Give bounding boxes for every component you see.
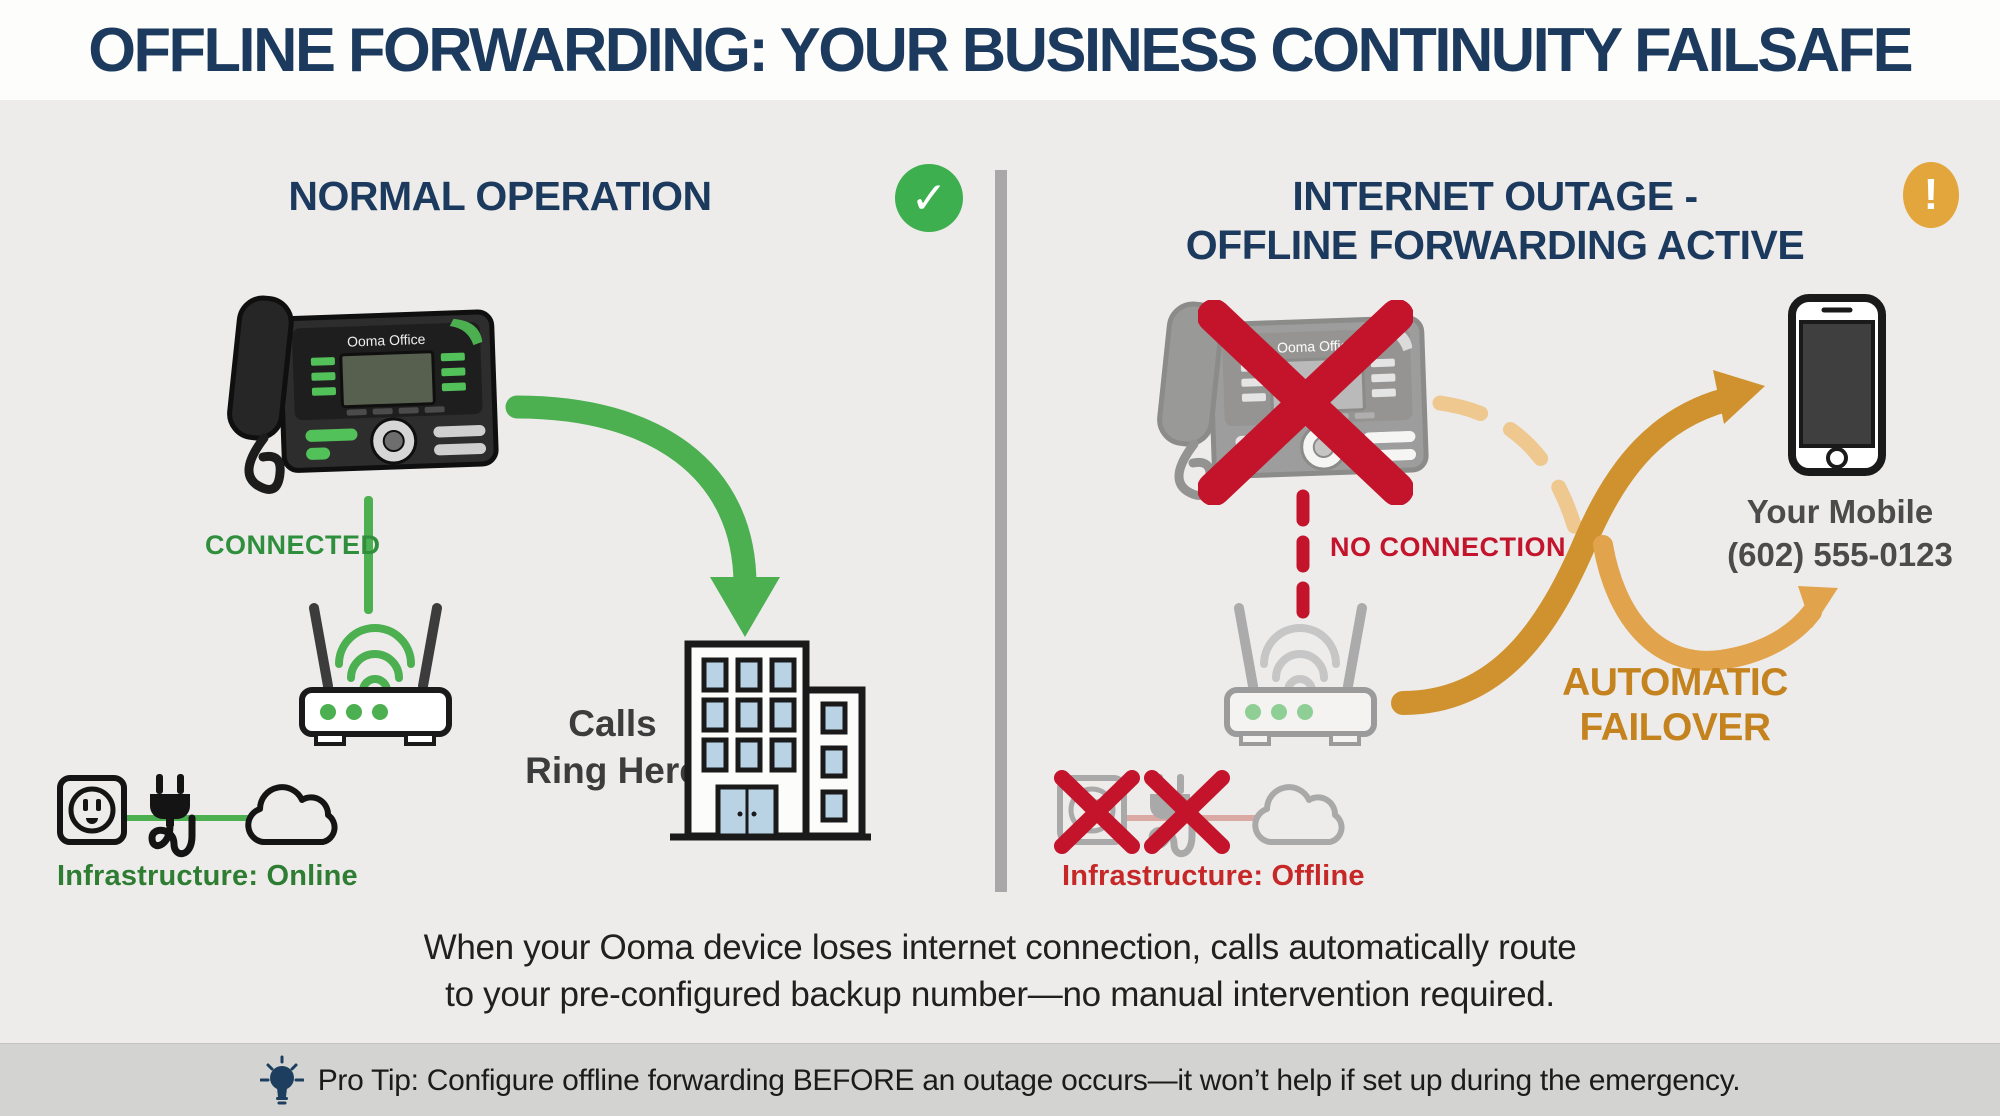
cloud-icon [245, 784, 338, 845]
pro-tip-text: Pro Tip: Configure offline forwarding BE… [317, 1063, 1741, 1097]
lightbulb-icon [259, 1055, 304, 1104]
desk-phone-icon: Ooma Office [220, 282, 510, 502]
right-panel-heading: INTERNET OUTAGE - OFFLINE FORWARDING ACT… [1185, 173, 1805, 268]
phone-router-connector [364, 496, 373, 614]
infrastructure-online-icons [57, 774, 338, 857]
alert-icon: ! [1903, 162, 1959, 228]
phone-brand-label: Ooma Office [347, 331, 426, 350]
router-antenna [418, 603, 442, 691]
calls-route-arrow [505, 395, 780, 637]
phone-handset [227, 295, 294, 441]
alert-glyph: ! [1923, 170, 1939, 219]
description-text: When your Ooma device loses internet con… [423, 928, 1577, 1014]
phone-body: Ooma Office [277, 309, 499, 473]
infrastructure-offline-status: Infrastructure: Offline [1062, 860, 1365, 892]
no-connection-x-icon [1198, 300, 1413, 505]
infrastructure-offline-icons [1054, 770, 1345, 857]
cloud-offline-icon [1252, 784, 1345, 845]
outlet-icon [57, 775, 127, 845]
panel-divider [995, 170, 1007, 892]
left-panel-heading: NORMAL OPERATION [288, 173, 712, 219]
handset-cord [244, 433, 285, 494]
mobile-number: (602) 555-0123 [1727, 536, 1953, 573]
phone-screen [339, 350, 436, 409]
router-status-lights [320, 704, 388, 720]
footer-band: Pro Tip: Configure offline forwarding BE… [0, 1043, 2000, 1116]
wifi-icon [335, 624, 415, 695]
connected-label: CONNECTED [205, 530, 381, 560]
outlet-x-icon [1054, 770, 1140, 854]
plug-icon [148, 774, 196, 857]
router-offline-icon [1213, 598, 1388, 748]
mobile-caption: Your Mobile (602) 555-0123 [1700, 490, 1980, 576]
failover-arrow-secondary [1593, 535, 1838, 671]
router-antenna [309, 603, 333, 691]
mobile-phone-icon [1786, 293, 1888, 477]
failover-arrow-primary [1391, 370, 1765, 715]
no-connection-dashed-line [1296, 489, 1310, 637]
check-icon: ✓ [895, 164, 963, 232]
mobile-label: Your Mobile [1746, 493, 1934, 530]
calls-ring-here-label: Calls Ring Here [525, 703, 700, 791]
automatic-failover-label: AUTOMATIC FAILOVER [1562, 661, 1788, 749]
no-connection-label: NO CONNECTION [1330, 532, 1566, 562]
page-title: OFFLINE FORWARDING: YOUR BUSINESS CONTIN… [88, 15, 1914, 85]
header-band: OFFLINE FORWARDING: YOUR BUSINESS CONTIN… [0, 0, 2000, 100]
infrastructure-online-status: Infrastructure: Online [57, 860, 358, 892]
wifi-offline-icon [1260, 624, 1340, 695]
plug-x-icon [1144, 770, 1230, 854]
failover-dashed-arc [1432, 395, 1590, 563]
router-icon [288, 598, 463, 748]
check-glyph: ✓ [910, 173, 948, 223]
office-building-icon [668, 632, 873, 844]
